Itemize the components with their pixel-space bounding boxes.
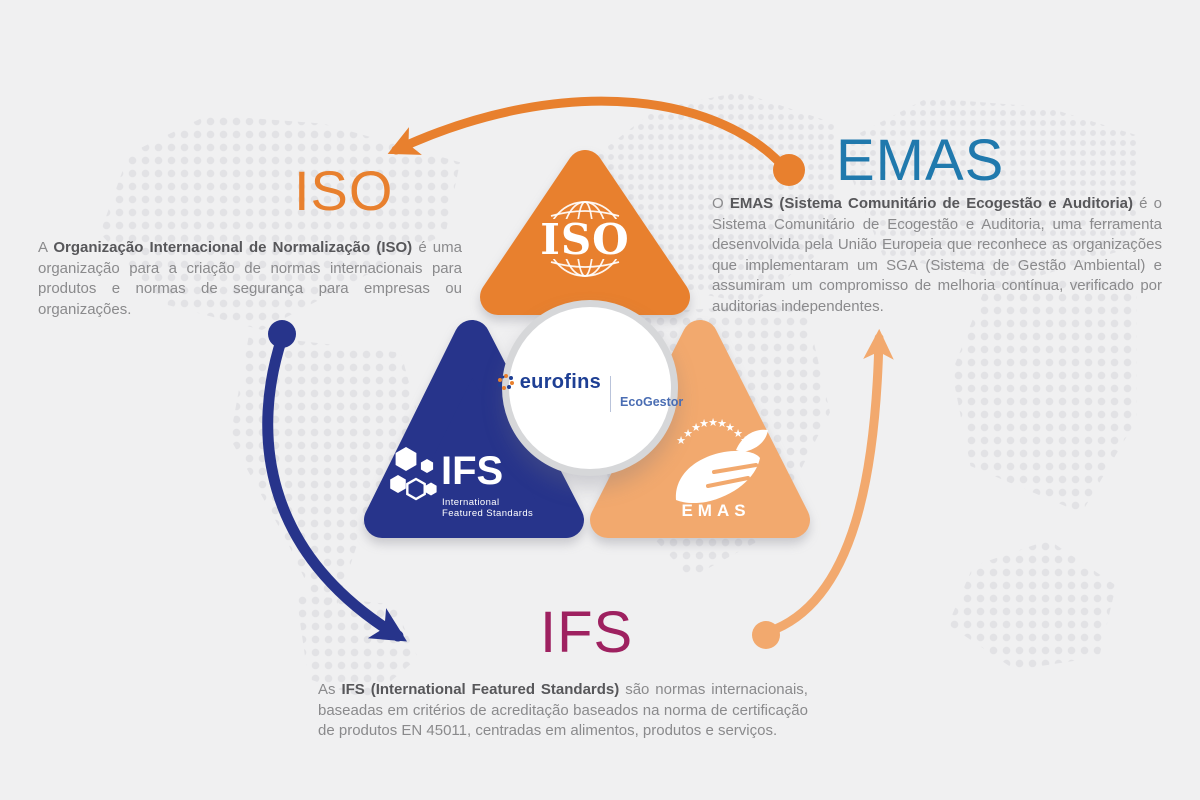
emas-paragraph-prefix: O <box>712 195 730 212</box>
emas-logo: ★ ★ ★ ★ ★ ★ ★ ★ ★ EMAS <box>675 417 768 520</box>
iso-badge-label: ISO <box>540 215 630 264</box>
eurofins-wordmark: eurofins <box>519 371 602 393</box>
ifs-hexagon-icon <box>420 459 434 473</box>
ifs-paragraph: As IFS (International Featured Standards… <box>318 680 808 742</box>
arrow-emas-to-iso <box>387 96 793 177</box>
emas-star-icon: ★ <box>733 428 743 440</box>
ifs-hexagon-icon <box>406 477 426 501</box>
ifs-hexagon-icon <box>395 447 417 471</box>
ifs-paragraph-bold: IFS (International Featured Standards) <box>341 681 620 698</box>
iso-paragraph-bold: Organização Internacional de Normalizaçã… <box>53 239 413 256</box>
emas-star-icon: ★ <box>717 418 727 430</box>
emas-heading: EMAS <box>836 128 1005 193</box>
ifs-badge-subline1: International <box>442 497 500 508</box>
eurofins-pinwheel-icon <box>497 374 514 390</box>
ifs-heading: IFS <box>540 600 634 665</box>
emas-paragraph-bold: EMAS (Sistema Comunitário de Ecogestão e… <box>729 195 1133 212</box>
arrow-start-dot-peach <box>752 621 780 649</box>
arrow-start-dot-orange <box>773 154 805 186</box>
iso-logo: ISO <box>540 201 630 277</box>
iso-globe-latitude <box>550 210 620 217</box>
ifs-badge-subline2: Featured Standards <box>442 508 533 519</box>
arrow-ifs-to-emas <box>763 328 894 637</box>
ifs-logo: IFS International Featured Standards <box>390 447 533 519</box>
emas-leaf-icon <box>675 450 760 504</box>
logo-divider <box>610 376 612 412</box>
emas-leaf-icon <box>736 429 768 452</box>
emas-star-icon: ★ <box>683 428 693 440</box>
emas-star-icon: ★ <box>725 422 735 434</box>
emas-star-icon: ★ <box>699 418 709 430</box>
iso-globe-latitude <box>550 261 620 268</box>
eurofins-brand: eurofins <box>497 372 601 392</box>
ifs-hexagon-icon <box>390 475 406 493</box>
ifs-paragraph-prefix: As <box>318 681 342 698</box>
iso-heading: ISO <box>294 159 394 222</box>
emas-paragraph-rest: é o Sistema Comunitário de Ecogestão e A… <box>712 195 1162 315</box>
center-logo-circle: eurofins EcoGestor <box>497 300 683 476</box>
emas-star-icon: ★ <box>676 435 686 447</box>
emas-badge-label: EMAS <box>681 501 750 520</box>
ifs-hexagon-icon <box>425 482 437 496</box>
emas-leaf-detail <box>712 463 758 474</box>
emas-star-icon: ★ <box>708 417 718 429</box>
iso-paragraph: A Organização Internacional de Normaliza… <box>38 238 462 320</box>
ifs-paragraph-rest: são normas internacionais, baseadas em c… <box>318 681 808 740</box>
iso-globe-band <box>543 219 627 259</box>
world-map-dots-asia <box>838 98 1136 283</box>
emas-star-icon: ★ <box>691 422 701 434</box>
arrow-iso-to-ifs <box>262 332 408 642</box>
ifs-badge-label: IFS <box>441 449 503 493</box>
ecogestor-wordmark: EcoGestor <box>620 395 684 409</box>
emas-paragraph: O EMAS (Sistema Comunitário de Ecogestão… <box>712 194 1162 317</box>
center-logo: eurofins EcoGestor <box>497 370 684 412</box>
emas-leaf-detail <box>706 476 750 488</box>
iso-paragraph-prefix: A <box>38 239 54 256</box>
arrow-start-dot-navy <box>268 320 296 348</box>
iso-paragraph-rest: é uma organização para a criação de norm… <box>38 239 462 318</box>
